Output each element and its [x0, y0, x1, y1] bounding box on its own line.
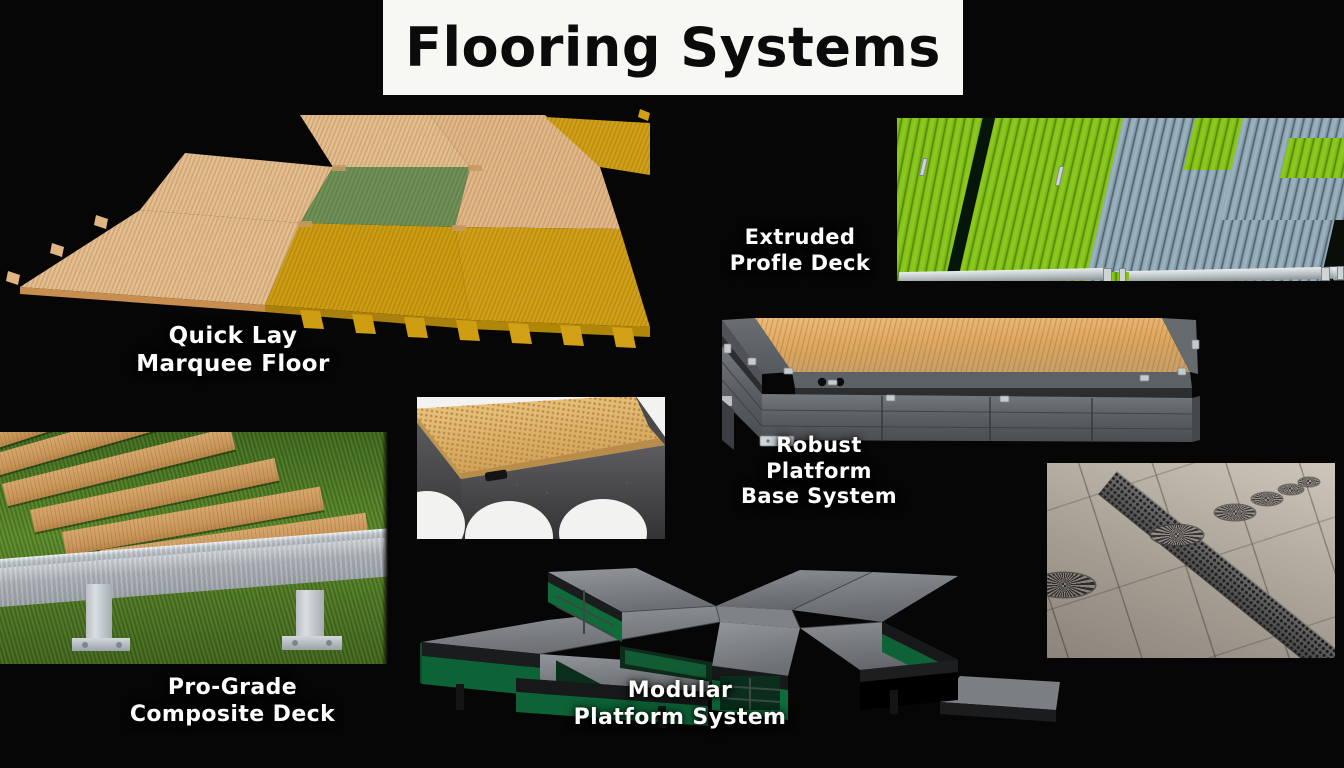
- title-banner: Flooring Systems: [383, 0, 963, 95]
- product-image-pro-grade-composite-deck: [0, 432, 388, 664]
- caption-quick-lay-marquee-floor: Quick Lay Marquee Floor: [136, 323, 330, 378]
- caption-modular-platform-system: Modular Platform System: [573, 678, 787, 730]
- drain-cover: [1252, 493, 1282, 505]
- page-title: Flooring Systems: [405, 15, 941, 79]
- product-image-paving-drainage: [1047, 463, 1335, 658]
- product-image-extruded-profle-deck: [897, 118, 1344, 285]
- product-image-modular-platform-system: [420, 550, 1060, 730]
- drain-cover: [1151, 525, 1203, 545]
- caption-pro-grade-composite-deck: Pro-Grade Composite Deck: [129, 675, 336, 727]
- drain-cover: [1299, 478, 1319, 486]
- drain-cover: [1047, 573, 1095, 597]
- caption-robust-platform-base-system: Robust Platform Base System: [740, 433, 898, 509]
- drain-cover: [1215, 505, 1255, 520]
- product-image-robust-platform-base-system: [700, 300, 1220, 460]
- caption-extruded-profle-deck: Extruded Profle Deck: [729, 225, 871, 275]
- product-image-quick-lay-marquee-floor: [0, 105, 650, 415]
- product-image-rubber-tile-detail: [417, 397, 665, 539]
- drain-cover: [1279, 485, 1303, 494]
